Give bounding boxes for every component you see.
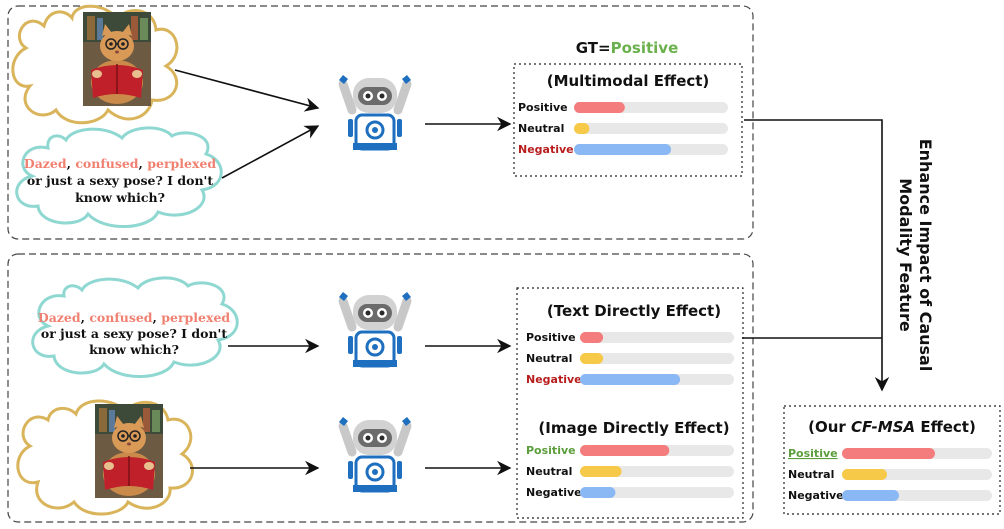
top-group-frame: [7, 5, 754, 240]
text-panel-title: (Text Directly Effect): [547, 302, 721, 320]
robot-icon: [339, 292, 411, 367]
bar-track: [580, 353, 734, 364]
caption-line-2: or just a sexy pose? I don't: [41, 326, 227, 341]
bar-label-positive: Positive: [526, 331, 576, 344]
bar-fill-negative: [842, 490, 899, 501]
bar-label-positive: Positive: [518, 101, 568, 114]
bar-label-neutral: Neutral: [788, 468, 834, 481]
bar-track: [580, 332, 734, 343]
bar-fill-neutral: [580, 353, 604, 364]
bar-label-positive: Positive: [788, 447, 838, 460]
side-label-line-2: Modality Feature: [896, 178, 915, 332]
robot-icon: [339, 417, 411, 492]
bar-fill-positive: [842, 448, 935, 459]
robot-icon: [339, 75, 411, 150]
caption-line-2: or just a sexy pose? I don't: [27, 173, 213, 188]
ours-panel: [783, 405, 1001, 515]
bar-label-neutral: Neutral: [526, 352, 572, 365]
arrow-icon: [744, 119, 890, 392]
bar-fill-neutral: [842, 469, 887, 480]
multimodal-panel-title: (Multimodal Effect): [547, 72, 710, 90]
arrow-icon: [221, 125, 320, 179]
caption-line-3: know which?: [75, 190, 165, 205]
bar-fill-positive: [580, 445, 670, 456]
bar-track: [574, 123, 728, 134]
side-label-line-1: Enhance Impact of Causal: [916, 139, 935, 372]
bar-label-negative: Negative: [526, 486, 582, 499]
caption-cloud: [15, 126, 223, 228]
cat-reading-book-image: [94, 403, 164, 499]
bar-fill-negative: [580, 487, 616, 498]
ground-truth-label: GT=Positive: [576, 39, 679, 57]
caption-line-1: Dazed, confused, perplexed: [24, 156, 217, 171]
image-panel-title: (Image Directly Effect): [538, 419, 729, 437]
caption-line-3: know which?: [89, 342, 179, 357]
bar-label-negative: Negative: [788, 489, 844, 502]
bar-fill-negative: [580, 374, 681, 385]
bar-label-negative: Negative: [526, 373, 582, 386]
bottom-group-frame: [7, 253, 754, 523]
caption-line-1: Dazed, confused, perplexed: [38, 310, 231, 325]
bar-label-positive: Positive: [526, 444, 576, 457]
bar-label-negative: Negative: [518, 143, 574, 156]
bar-fill-neutral: [580, 466, 622, 477]
ours-panel-title: (Our CF-MSA Effect): [808, 418, 976, 436]
bar-track: [580, 487, 734, 498]
bar-label-neutral: Neutral: [518, 122, 564, 135]
bar-fill-neutral: [574, 123, 590, 134]
arrow-icon: [174, 69, 320, 112]
bar-fill-positive: [580, 332, 604, 343]
direct-effects-panel: [516, 287, 744, 519]
bar-fill-positive: [574, 102, 625, 113]
caption-cloud: [31, 276, 239, 378]
bar-fill-negative: [574, 144, 672, 155]
bar-label-neutral: Neutral: [526, 465, 572, 478]
cat-reading-book-image: [82, 11, 152, 107]
